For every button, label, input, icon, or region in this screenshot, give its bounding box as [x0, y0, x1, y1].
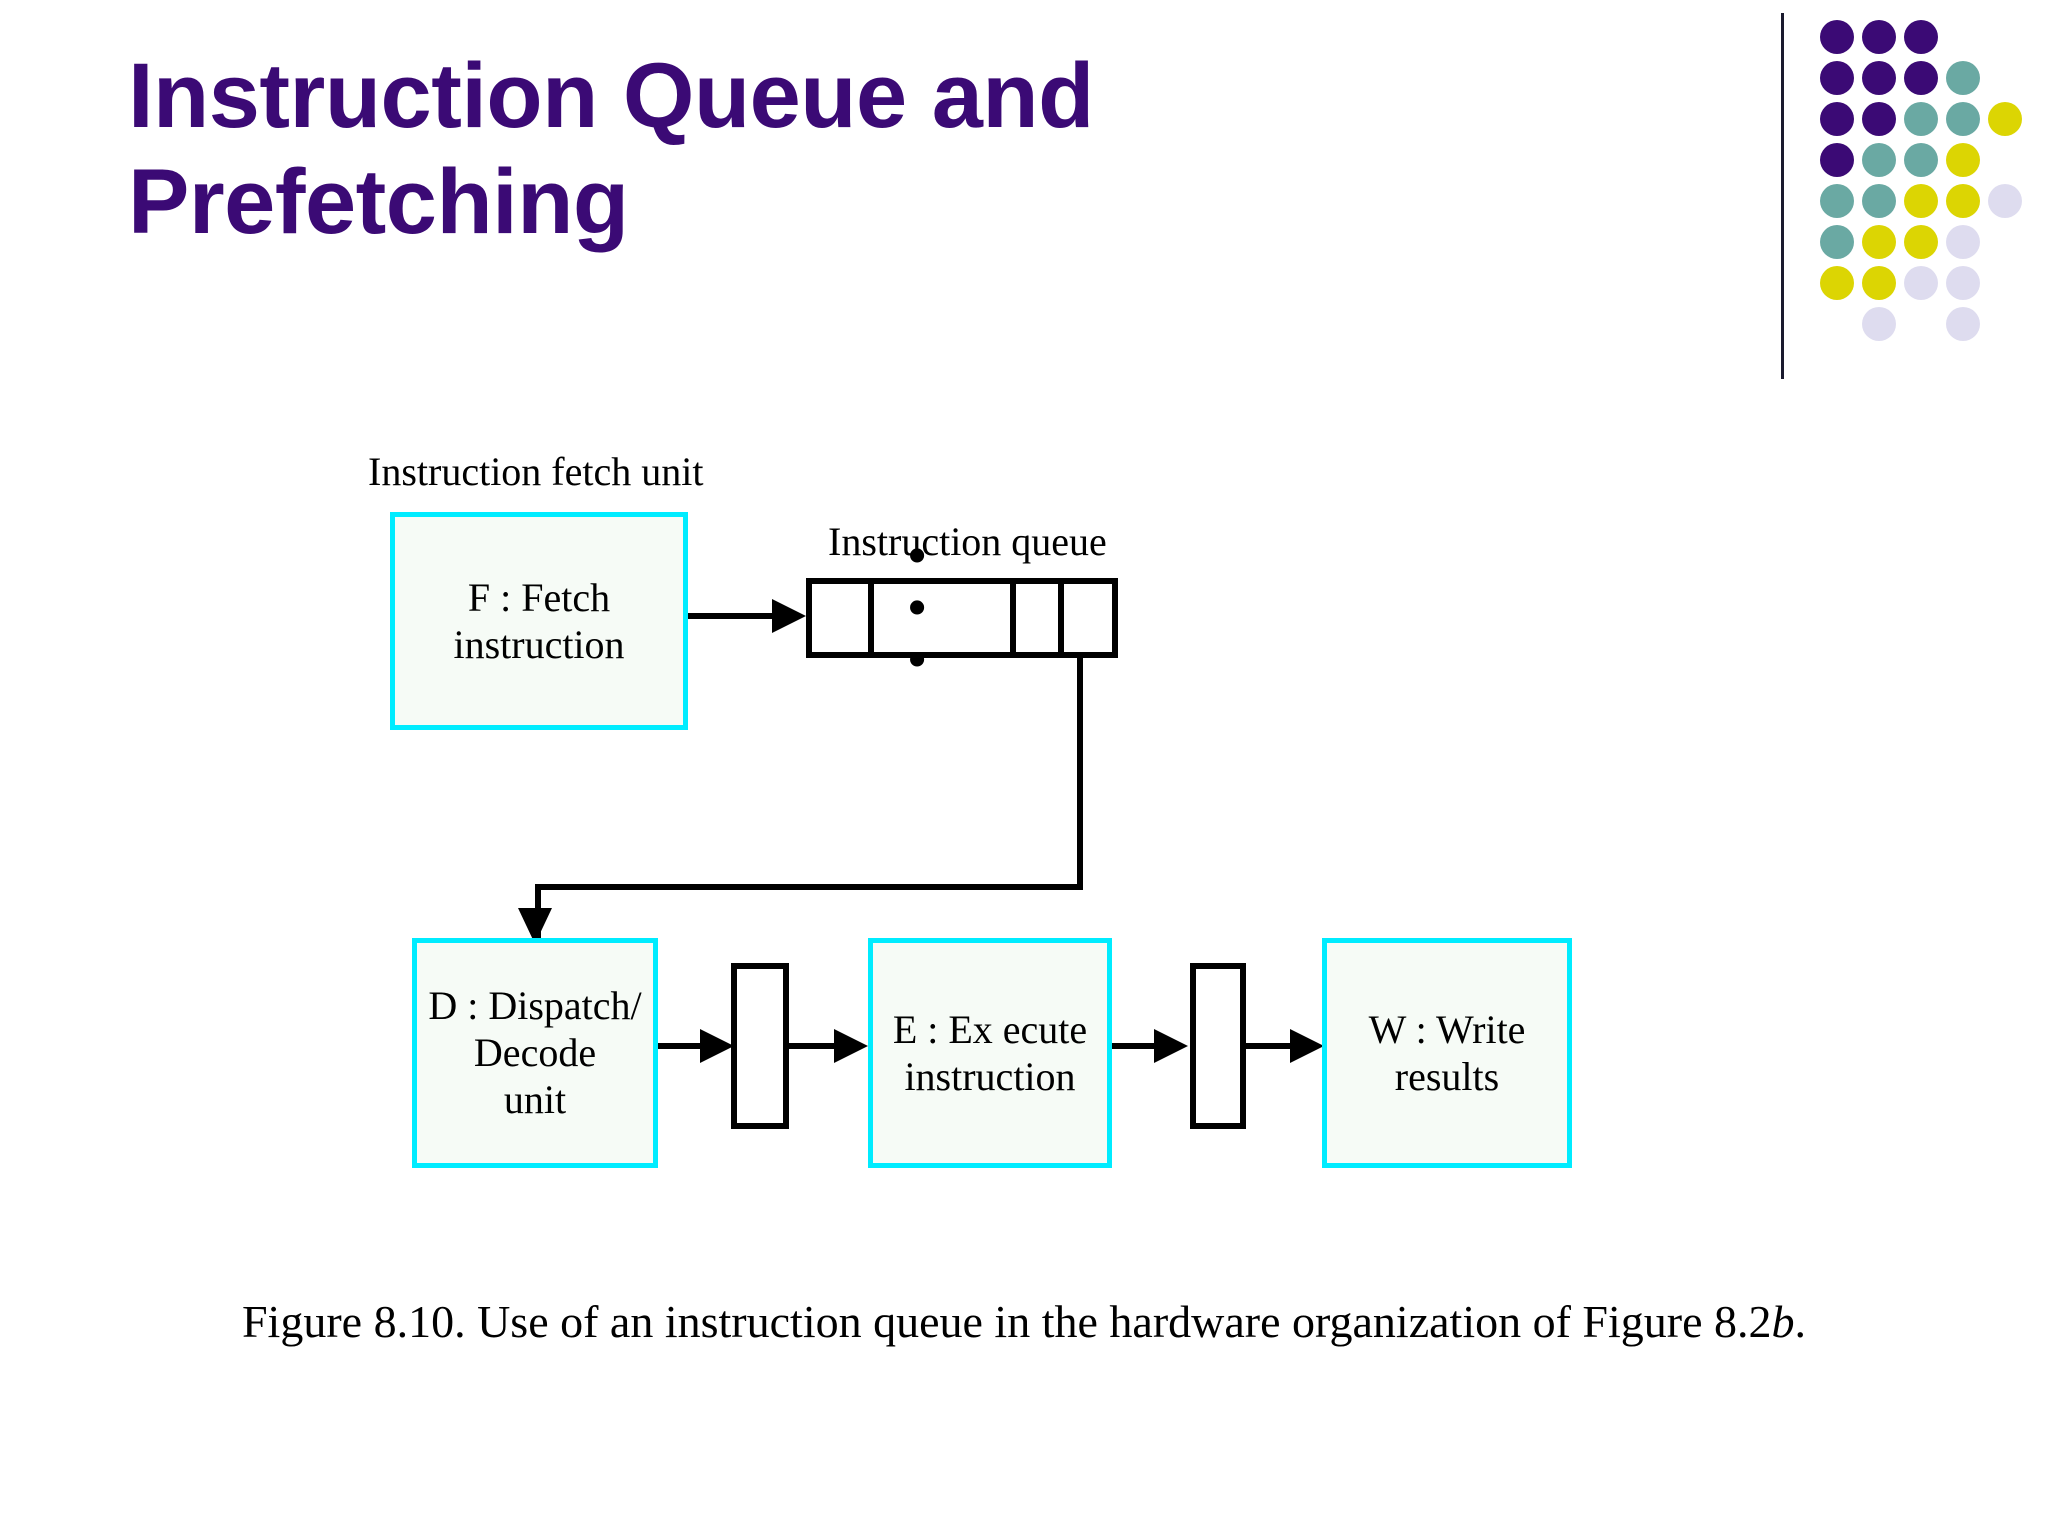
stage-execute-line-1: E : Ex ecute [892, 1006, 1088, 1052]
connector-dispatch-to-buffer1 [658, 1043, 720, 1049]
logo-dot-purple [1820, 143, 1854, 177]
logo-dot-teal [1862, 143, 1896, 177]
logo-dot-lavender [1862, 307, 1896, 341]
stage-box-execute[interactable]: E : Ex ecute instruction [868, 938, 1112, 1168]
stage-write-line-2: results [1394, 1054, 1500, 1099]
arrowhead-buffer2-to-write-icon [1290, 1029, 1324, 1063]
logo-dot-yellow [1904, 184, 1938, 218]
caption-prefix: Figure 8.10. Use of an instruction queue… [241, 1296, 1772, 1347]
connector-fetch-to-queue [688, 613, 774, 619]
logo-dot-yellow [1862, 266, 1896, 300]
stage-fetch-line-2: instruction [453, 622, 625, 667]
stage-label-execute: E : Ex ecute instruction [893, 1006, 1087, 1100]
logo-dot-lavender [1946, 225, 1980, 259]
label-instruction-queue: Instruction queue [828, 519, 1107, 564]
connector-buffer1-to-execute [789, 1043, 855, 1049]
stage-write-line-1: W : Write [1368, 1006, 1526, 1052]
arrowhead-fetch-to-queue-icon [772, 599, 806, 633]
queue-cell-ellipsis[interactable]: • • • [874, 530, 1016, 686]
feedback-line-horizontal [535, 884, 1083, 890]
stage-box-write[interactable]: W : Write results [1322, 938, 1572, 1168]
instruction-queue[interactable]: • • • [806, 530, 1118, 686]
stage-label-fetch: F : Fetch instruction [453, 574, 624, 668]
logo-dot-yellow [1988, 102, 2022, 136]
arrowhead-execute-to-buffer2-icon [1154, 1029, 1188, 1063]
stage-box-dispatch[interactable]: D : Dispatch/ Decode unit [412, 938, 658, 1168]
logo-dot-lavender [1946, 307, 1980, 341]
logo-dot-teal [1946, 102, 1980, 136]
feedback-line-vertical-right [1077, 658, 1083, 890]
logo-dot-yellow [1904, 225, 1938, 259]
queue-ellipsis-dots: • • • [908, 527, 937, 689]
stage-label-write: W : Write results [1369, 1006, 1526, 1100]
logo-dot-purple [1862, 61, 1896, 95]
logo-dot-yellow [1862, 225, 1896, 259]
logo-dot-purple [1904, 20, 1938, 54]
logo-dot-lavender [1988, 184, 2022, 218]
logo-dot-yellow [1820, 266, 1854, 300]
stage-box-fetch[interactable]: F : Fetch instruction [390, 512, 688, 730]
queue-cell-3[interactable] [1016, 584, 1064, 652]
connector-execute-to-buffer2 [1112, 1043, 1174, 1049]
queue-cell-4[interactable] [1064, 584, 1112, 652]
title-line-1: Instruction Queue and [128, 45, 1094, 147]
logo-divider-line [1781, 13, 1784, 379]
arrowhead-buffer1-to-execute-icon [834, 1029, 868, 1063]
logo-dot-purple [1820, 102, 1854, 136]
inter-stage-buffer-2[interactable] [1190, 963, 1246, 1129]
logo-dot-lavender [1904, 266, 1938, 300]
figure-caption: Figure 8.10. Use of an instruction queue… [0, 1295, 2048, 1348]
logo-dot-teal [1820, 184, 1854, 218]
logo-dot-purple [1820, 61, 1854, 95]
page-title: Instruction Queue and Prefetching [128, 44, 1378, 256]
logo-dot-lavender [1946, 266, 1980, 300]
logo-dot-purple [1820, 20, 1854, 54]
caption-suffix: . [1794, 1296, 1807, 1347]
logo-dot-teal [1862, 184, 1896, 218]
arrowhead-dispatch-to-buffer1-icon [700, 1029, 734, 1063]
stage-execute-line-2: instruction [904, 1054, 1076, 1099]
logo-dot-teal [1904, 143, 1938, 177]
logo-dot-teal [1946, 61, 1980, 95]
logo-dot-purple [1862, 102, 1896, 136]
stage-dispatch-line-1: D : Dispatch/ [428, 983, 642, 1029]
stage-dispatch-line-2: Decode [473, 1030, 597, 1076]
label-instruction-fetch-unit: Instruction fetch unit [368, 449, 704, 494]
logo-dot-yellow [1946, 143, 1980, 177]
logo-dot-teal [1820, 225, 1854, 259]
logo-dot-purple [1904, 61, 1938, 95]
stage-dispatch-line-3: unit [503, 1077, 567, 1123]
stage-fetch-line-1: F : Fetch [467, 574, 611, 620]
logo-dot-purple [1862, 20, 1896, 54]
connector-buffer2-to-write [1246, 1043, 1312, 1049]
dot-matrix-logo [1820, 20, 2040, 341]
caption-italic-part: b [1771, 1296, 1795, 1347]
logo-dot-teal [1904, 102, 1938, 136]
queue-cell-1[interactable] [812, 584, 874, 652]
stage-label-dispatch: D : Dispatch/ Decode unit [428, 982, 641, 1124]
title-line-2: Prefetching [128, 150, 629, 253]
logo-dot-yellow [1946, 184, 1980, 218]
inter-stage-buffer-1[interactable] [731, 963, 789, 1129]
